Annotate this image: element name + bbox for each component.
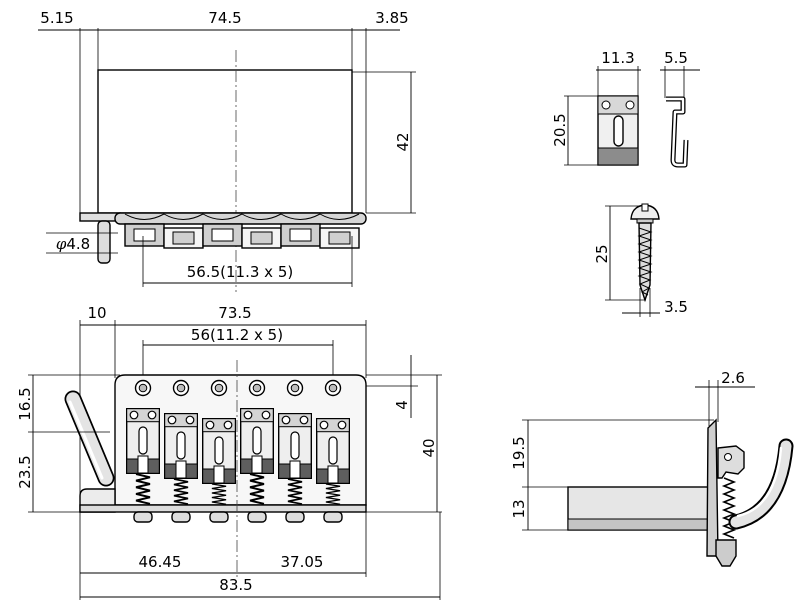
saddle-top-detail [289,228,312,242]
dim-overall-width: 83.5 [219,576,252,594]
mounting-screw: 25 3.5 [593,203,688,317]
intonation-screw-head [209,511,229,523]
tremolo-arm-side [730,440,792,528]
string-hole-inner [290,383,300,393]
retainer-side-profile [666,97,688,167]
string-hole-inner [214,383,224,393]
string-hole-inner [176,383,186,393]
inertia-block-shade [567,518,709,531]
retainer-hole [601,100,611,110]
side-view: 2.6 19.5 13 [510,369,794,567]
base-plate-front [79,504,367,513]
bridge-plate-side [706,418,719,557]
tremolo-arm-side-highlight [736,446,783,518]
dim-upper-height: 16.5 [16,387,34,420]
intonation-screw-head [133,511,153,523]
dim-string-spacing: 56.5(11.3 x 5) [187,263,293,281]
intonation-screw-head [323,511,343,523]
dim-screw-diameter: 3.5 [664,298,688,316]
dim-upper-height-side: 19.5 [510,436,528,469]
retainer-top-band [597,95,639,115]
screw-slot [641,203,649,212]
dim-arm-offset: 10 [87,304,106,322]
dim-left-to-center: 46.45 [139,553,182,571]
diameter-symbol: φ [56,235,67,253]
screw-thread [637,227,653,296]
intonation-screw-head [171,511,191,523]
dim-retainer-side-width: 5.5 [664,49,688,67]
front-view: 10 73.5 56(11.2 x 5) [16,304,442,600]
dim-right-overhang: 3.85 [375,9,408,27]
diameter-value: 4.8 [66,235,90,253]
intonation-screw-side [715,539,737,567]
dim-lower-height: 23.5 [16,455,34,488]
saddle-4 [240,408,274,474]
saddle-side [717,445,745,479]
retainer-hole [625,100,635,110]
saddle-top-detail [328,231,351,245]
dim-plate-depth: 42 [394,132,412,151]
dim-retainer-width: 11.3 [601,49,634,67]
dim-total-height: 40 [420,438,438,457]
saddle-scallops [124,213,360,220]
saddle-6 [316,418,350,484]
dim-center-to-right: 37.05 [281,553,324,571]
saddle-top-detail [211,228,234,242]
saddle-1 [126,408,160,474]
dim-hole-spacing: 56(11.2 x 5) [191,326,283,344]
dim-screw-length: 25 [593,244,611,263]
dim-arm-diameter: φ4.8 [56,235,90,253]
tremolo-arm-highlight [68,400,104,480]
string-hole-inner [138,383,148,393]
saddle-top-detail [172,231,195,245]
saddle-top-detail [133,228,156,242]
bridge-plate-top [97,69,353,214]
dim-plate-thickness: 2.6 [721,369,745,387]
saddle-5 [278,413,312,479]
saddle-2 [164,413,198,479]
dim-left-overhang: 5.15 [40,9,73,27]
intonation-screw-head [285,511,305,523]
retainer-slot [613,115,624,147]
top-view: 5.15 74.5 3.85 42 φ4.8 56.5(11.3 x 5) [38,9,416,292]
saddle-spring-side [721,477,737,539]
string-hole-inner [328,383,338,393]
dim-block-height: 13 [510,499,528,518]
dim-plate-width-front: 73.5 [218,304,251,322]
tremolo-arm [66,392,113,485]
intonation-screw-head [247,511,267,523]
saddle-top-detail [250,231,273,245]
dim-retainer-height: 20.5 [551,113,569,146]
base-plate-edge [79,212,121,222]
dim-hole-offset: 4 [393,400,411,410]
saddle-screw-side [724,453,732,461]
dim-plate-width: 74.5 [208,9,241,27]
string-retainer: 11.3 5.5 20.5 [551,49,700,168]
saddle-3 [202,418,236,484]
tremolo-arm-end [97,220,111,264]
retainer-bottom-band [597,147,639,166]
string-hole-inner [252,383,262,393]
